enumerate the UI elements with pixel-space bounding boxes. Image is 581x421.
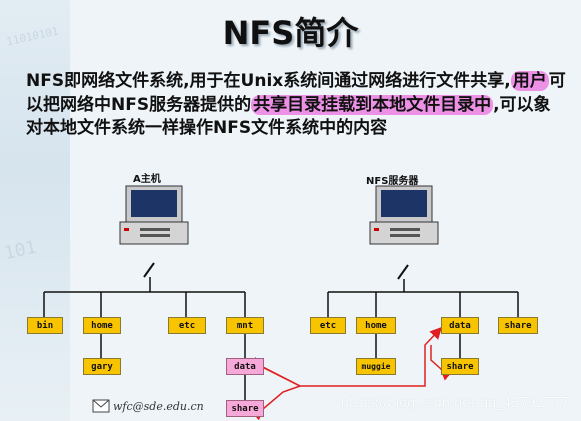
footer-email: wfc@sde.edu.cn [113,399,204,413]
envelope-icon [92,399,110,413]
mount-arrow-share [251,385,301,421]
dir-server-share: share [498,317,538,334]
client-root-symbol [143,262,155,278]
dir-server-data-share: share [441,358,479,375]
client-computer-icon [119,185,189,245]
dir-muggie: muggie [356,358,396,375]
footer-contact: wfc@sde.edu.cn [92,395,204,417]
dir-server-data: data [441,317,479,334]
intro-paragraph: NFS即网络文件系统,用于在Unix系统间通过网络进行文件共享,用户可以把网络中… [26,70,566,141]
dir-mnt: mnt [226,317,264,334]
dir-etc: etc [168,317,206,334]
client-host-label: A主机 [133,174,161,185]
dir-mnt-data: data [226,358,264,375]
dir-home: home [83,317,121,334]
dir-mnt-share: share [226,400,264,417]
server-computer-icon [369,185,439,245]
csdn-watermark: https://blog.csdn.net/qq_43792777 [340,396,569,411]
server-host-label: NFS服务器 [366,176,419,187]
dir-bin: bin [27,317,63,334]
mount-arrow-data [262,326,443,387]
para-text-3: ,可以象对本地文件系统一样操作NFS文件系统中的内容 [26,94,551,139]
dir-server-home: home [356,317,396,334]
left-decoration [0,0,70,421]
para-text-1: NFS即网络文件系统,用于在Unix系统间通过网络进行文件共享, [26,71,511,91]
para-text-2: 可以把网络中NFS服务器提供的 [26,71,566,115]
slide-title: NFS简介 [222,14,359,52]
server-root-symbol [397,264,409,280]
highlight-mount: 共享目录挂载到本地文件目录中 [251,94,494,115]
dir-server-etc: etc [310,317,346,334]
highlight-user: 用户 [510,71,549,91]
dir-gary: gary [83,358,121,375]
